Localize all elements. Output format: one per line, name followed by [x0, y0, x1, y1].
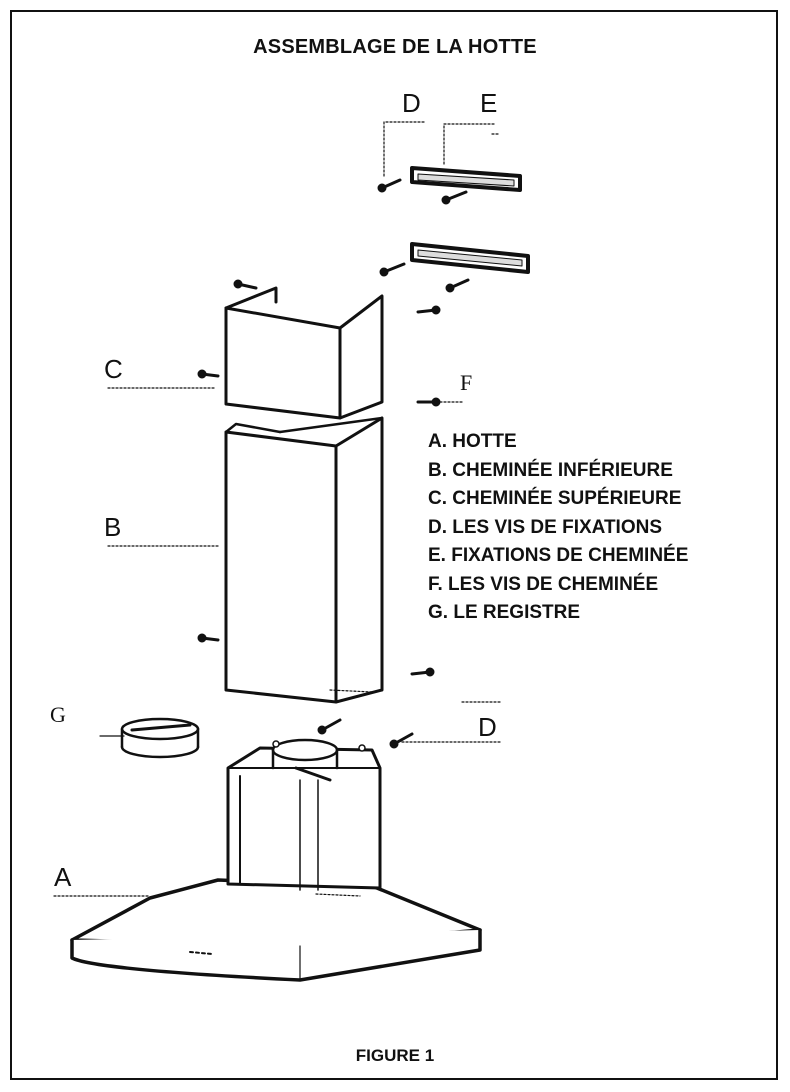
figure-label: FIGURE 1: [355, 1046, 435, 1065]
legend-item-hood: A. HOTTE: [428, 431, 517, 452]
screw: [317, 718, 342, 735]
leader-lines: [53, 121, 503, 897]
screw: [389, 732, 414, 749]
callout-b: B: [104, 512, 122, 542]
diagram-title: ASSEMBLAGE DE LA HOTTE: [253, 36, 537, 58]
parts-legend: A. HOTTE B. CHEMINÉE INFÉRIEURE C. CHEMI…: [428, 428, 688, 628]
legend-item-lower-chimney: B. CHEMINÉE INFÉRIEURE: [428, 459, 673, 481]
screw: [416, 397, 441, 407]
screw: [410, 667, 435, 677]
callout-c: C: [104, 354, 123, 384]
legend-item-chimney-brackets: E. FIXATIONS DE CHEMINÉE: [428, 545, 689, 566]
legend-item-chimney-screws: F. LES VIS DE CHEMINÉE: [428, 573, 659, 595]
hood-body-a: [70, 738, 482, 982]
callout-g: G: [50, 702, 66, 727]
legend-item-fixing-screws: D. LES VIS DE FIXATIONS: [428, 516, 663, 538]
screw: [197, 633, 220, 643]
callout-a: A: [54, 862, 72, 892]
lower-chimney-b: [224, 416, 384, 704]
upper-chimney-c: [224, 286, 384, 420]
callout-e: E: [480, 88, 498, 118]
screw: [416, 305, 441, 315]
screw: [379, 262, 406, 277]
screw: [233, 279, 258, 290]
screw: [445, 278, 470, 293]
screw: [377, 178, 402, 193]
callout-f: F: [460, 370, 473, 395]
upper-bracket-e: [410, 166, 522, 192]
screw: [441, 190, 468, 205]
screw: [197, 369, 220, 379]
page-frame: [10, 10, 778, 1080]
callout-d-top: D: [402, 88, 421, 118]
damper-ring-g: [99, 717, 200, 759]
legend-item-upper-chimney: C. CHEMINÉE SUPÉRIEURE: [428, 488, 682, 509]
callout-d-bottom: D: [478, 712, 497, 742]
lower-bracket-e: [410, 242, 530, 274]
legend-item-damper: G. LE REGISTRE: [428, 602, 581, 623]
screws: [197, 178, 470, 749]
